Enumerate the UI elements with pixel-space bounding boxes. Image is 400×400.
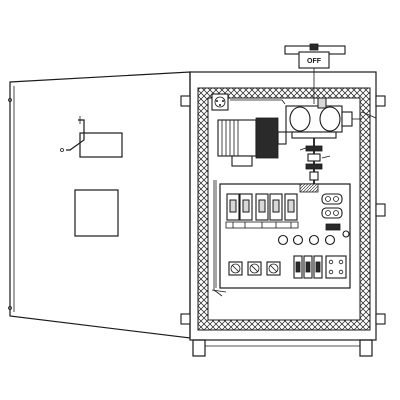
indicator-lamp-2 xyxy=(292,234,304,246)
circuit-breaker-2[interactable] xyxy=(239,193,253,221)
cabinet-leg-right xyxy=(359,339,373,357)
hinge-bottom xyxy=(180,313,191,325)
latch-bracket-middle xyxy=(375,203,386,217)
cabinet-body xyxy=(180,71,386,357)
contactor-1 xyxy=(293,255,303,279)
indicator-lamp-4 xyxy=(324,234,336,246)
relay-block xyxy=(321,193,343,231)
circuit-breaker-4[interactable] xyxy=(269,193,283,221)
contactor-2 xyxy=(303,255,313,279)
motor xyxy=(217,117,287,167)
door-label-plate xyxy=(79,132,123,158)
circuit-breaker-1[interactable] xyxy=(226,193,240,221)
control-panel xyxy=(219,183,351,289)
cabinet-leg-left xyxy=(192,339,206,357)
rotary-selector-1[interactable] xyxy=(228,261,243,276)
hinge-top xyxy=(180,95,191,107)
socket-outlet[interactable] xyxy=(211,93,229,111)
circuit-breaker-5[interactable] xyxy=(284,193,298,221)
switch-label: OFF xyxy=(307,58,322,65)
rotary-selector-3[interactable] xyxy=(266,261,281,276)
indicator-lamp-1 xyxy=(277,234,289,246)
door-document-pocket xyxy=(74,189,119,237)
pump-unit xyxy=(285,97,362,139)
indicator-lamp-5 xyxy=(342,230,350,238)
circuit-breaker-3[interactable] xyxy=(255,193,269,221)
terminal-strip xyxy=(225,221,299,229)
disconnect-switch[interactable]: OFF xyxy=(284,43,346,69)
rotary-selector-2[interactable] xyxy=(247,261,262,276)
piping xyxy=(299,138,331,190)
cabinet-door xyxy=(8,71,191,339)
latch-bracket-top xyxy=(375,95,386,107)
contactor-3 xyxy=(313,255,323,279)
door-handle[interactable] xyxy=(60,116,85,152)
terminal-block-right xyxy=(325,255,347,279)
latch-bracket-bottom xyxy=(375,313,386,325)
indicator-lamp-3 xyxy=(308,234,320,246)
cable-bundle xyxy=(211,180,227,297)
